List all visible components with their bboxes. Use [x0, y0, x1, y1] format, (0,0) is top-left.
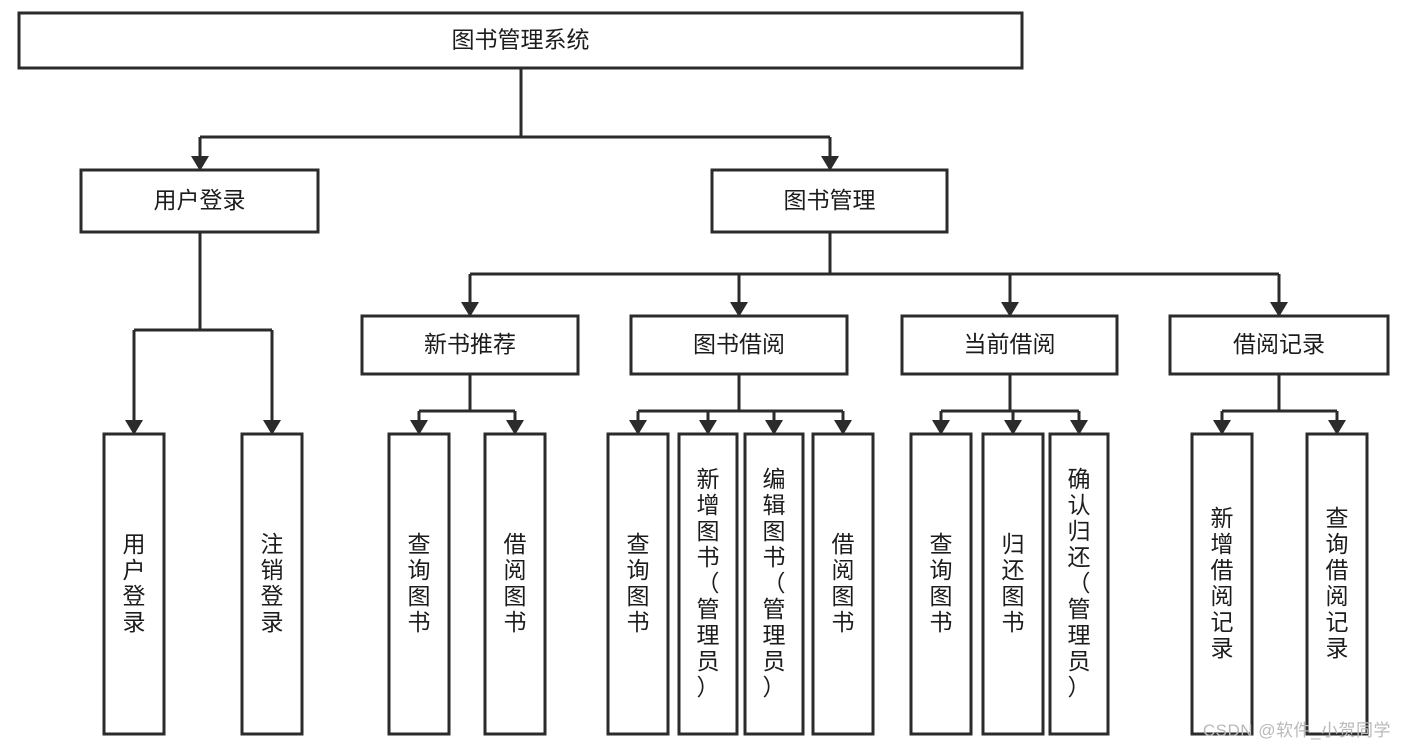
- node-label: 用户登录: [123, 531, 146, 635]
- node-leaf-add-book[interactable]: 新增图书（管理员）: [677, 432, 739, 736]
- node-label: 借阅图书: [832, 531, 855, 635]
- node-label: 注销登录: [261, 531, 284, 635]
- node-borrow-record[interactable]: 借阅记录: [1168, 314, 1390, 376]
- node-leaf-add-record[interactable]: 新增借阅记录: [1190, 432, 1254, 736]
- node-book-borrow[interactable]: 图书借阅: [629, 314, 849, 376]
- node-box: [677, 432, 739, 736]
- arrow-head-icon: [410, 420, 428, 435]
- node-label: 归还图书: [1002, 531, 1025, 635]
- node-label: 借阅图书: [504, 531, 527, 635]
- arrow-head-icon: [1004, 420, 1022, 435]
- node-label: 图书管理系统: [452, 27, 590, 53]
- node-leaf-borrow-book-1[interactable]: 借阅图书: [483, 432, 547, 736]
- node-box: [360, 314, 580, 376]
- arrow-head-icon: [191, 156, 209, 171]
- node-user-login[interactable]: 用户登录: [79, 168, 320, 234]
- arrow-head-icon: [765, 420, 783, 435]
- node-box: [981, 432, 1045, 736]
- node-label: 借阅记录: [1233, 331, 1325, 357]
- node-box: [102, 432, 166, 736]
- node-box: [909, 432, 973, 736]
- node-current-borrow[interactable]: 当前借阅: [900, 314, 1119, 376]
- node-box: [1190, 432, 1254, 736]
- node-new-book-rec[interactable]: 新书推荐: [360, 314, 580, 376]
- node-box: [743, 432, 805, 736]
- arrow-head-icon: [932, 420, 950, 435]
- node-label: 新增图书（管理员）: [697, 466, 720, 700]
- node-leaf-return-book[interactable]: 归还图书: [981, 432, 1045, 736]
- node-leaf-query-record[interactable]: 查询借阅记录: [1305, 432, 1369, 736]
- arrow-head-icon: [834, 420, 852, 435]
- arrow-head-icon: [699, 420, 717, 435]
- node-box: [710, 168, 949, 234]
- node-leaf-edit-book[interactable]: 编辑图书（管理员）: [743, 432, 805, 736]
- arrow-head-icon: [1213, 420, 1231, 435]
- node-box: [629, 314, 849, 376]
- arrow-head-icon: [821, 156, 839, 171]
- node-box: [79, 168, 320, 234]
- node-label: 图书管理: [784, 187, 876, 213]
- arrow-head-icon: [1070, 420, 1088, 435]
- arrow-head-icon: [629, 420, 647, 435]
- arrow-head-icon: [461, 302, 479, 317]
- node-box: [1168, 314, 1390, 376]
- node-label: 查询借阅记录: [1326, 505, 1349, 661]
- node-root[interactable]: 图书管理系统: [17, 11, 1024, 70]
- node-box: [900, 314, 1119, 376]
- arrow-head-icon: [125, 420, 143, 435]
- node-box: [240, 432, 304, 736]
- node-leaf-query-book-1[interactable]: 查询图书: [387, 432, 451, 736]
- edge-layer: [125, 68, 1346, 435]
- node-box: [811, 432, 875, 736]
- node-label: 当前借阅: [964, 331, 1056, 357]
- node-box: [483, 432, 547, 736]
- node-leaf-user-login[interactable]: 用户登录: [102, 432, 166, 736]
- node-label: 编辑图书（管理员）: [763, 466, 786, 700]
- node-label: 查询图书: [627, 531, 650, 635]
- node-box: [387, 432, 451, 736]
- node-label: 新书推荐: [424, 331, 516, 357]
- node-label: 查询图书: [408, 531, 431, 635]
- node-label: 图书借阅: [693, 331, 785, 357]
- node-leaf-borrow-book-2[interactable]: 借阅图书: [811, 432, 875, 736]
- node-box: [1048, 432, 1110, 736]
- node-leaf-confirm-return[interactable]: 确认归还（管理员）: [1048, 432, 1110, 736]
- node-leaf-logout[interactable]: 注销登录: [240, 432, 304, 736]
- node-label: 新增借阅记录: [1211, 505, 1234, 661]
- node-label: 查询图书: [930, 531, 953, 635]
- arrow-head-icon: [1328, 420, 1346, 435]
- arrow-head-icon: [730, 302, 748, 317]
- arrow-head-icon: [1001, 302, 1019, 317]
- node-box: [606, 432, 670, 736]
- node-book-manage[interactable]: 图书管理: [710, 168, 949, 234]
- node-label: 确认归还（管理员）: [1068, 466, 1091, 700]
- arrow-head-icon: [263, 420, 281, 435]
- arrow-head-icon: [1270, 302, 1288, 317]
- node-layer: 图书管理系统用户登录图书管理新书推荐图书借阅当前借阅借阅记录用户登录注销登录查询…: [17, 11, 1390, 736]
- node-box: [1305, 432, 1369, 736]
- node-label: 用户登录: [154, 187, 246, 213]
- node-leaf-query-book-3[interactable]: 查询图书: [909, 432, 973, 736]
- node-box: [17, 11, 1024, 70]
- arrow-head-icon: [506, 420, 524, 435]
- node-leaf-query-book-2[interactable]: 查询图书: [606, 432, 670, 736]
